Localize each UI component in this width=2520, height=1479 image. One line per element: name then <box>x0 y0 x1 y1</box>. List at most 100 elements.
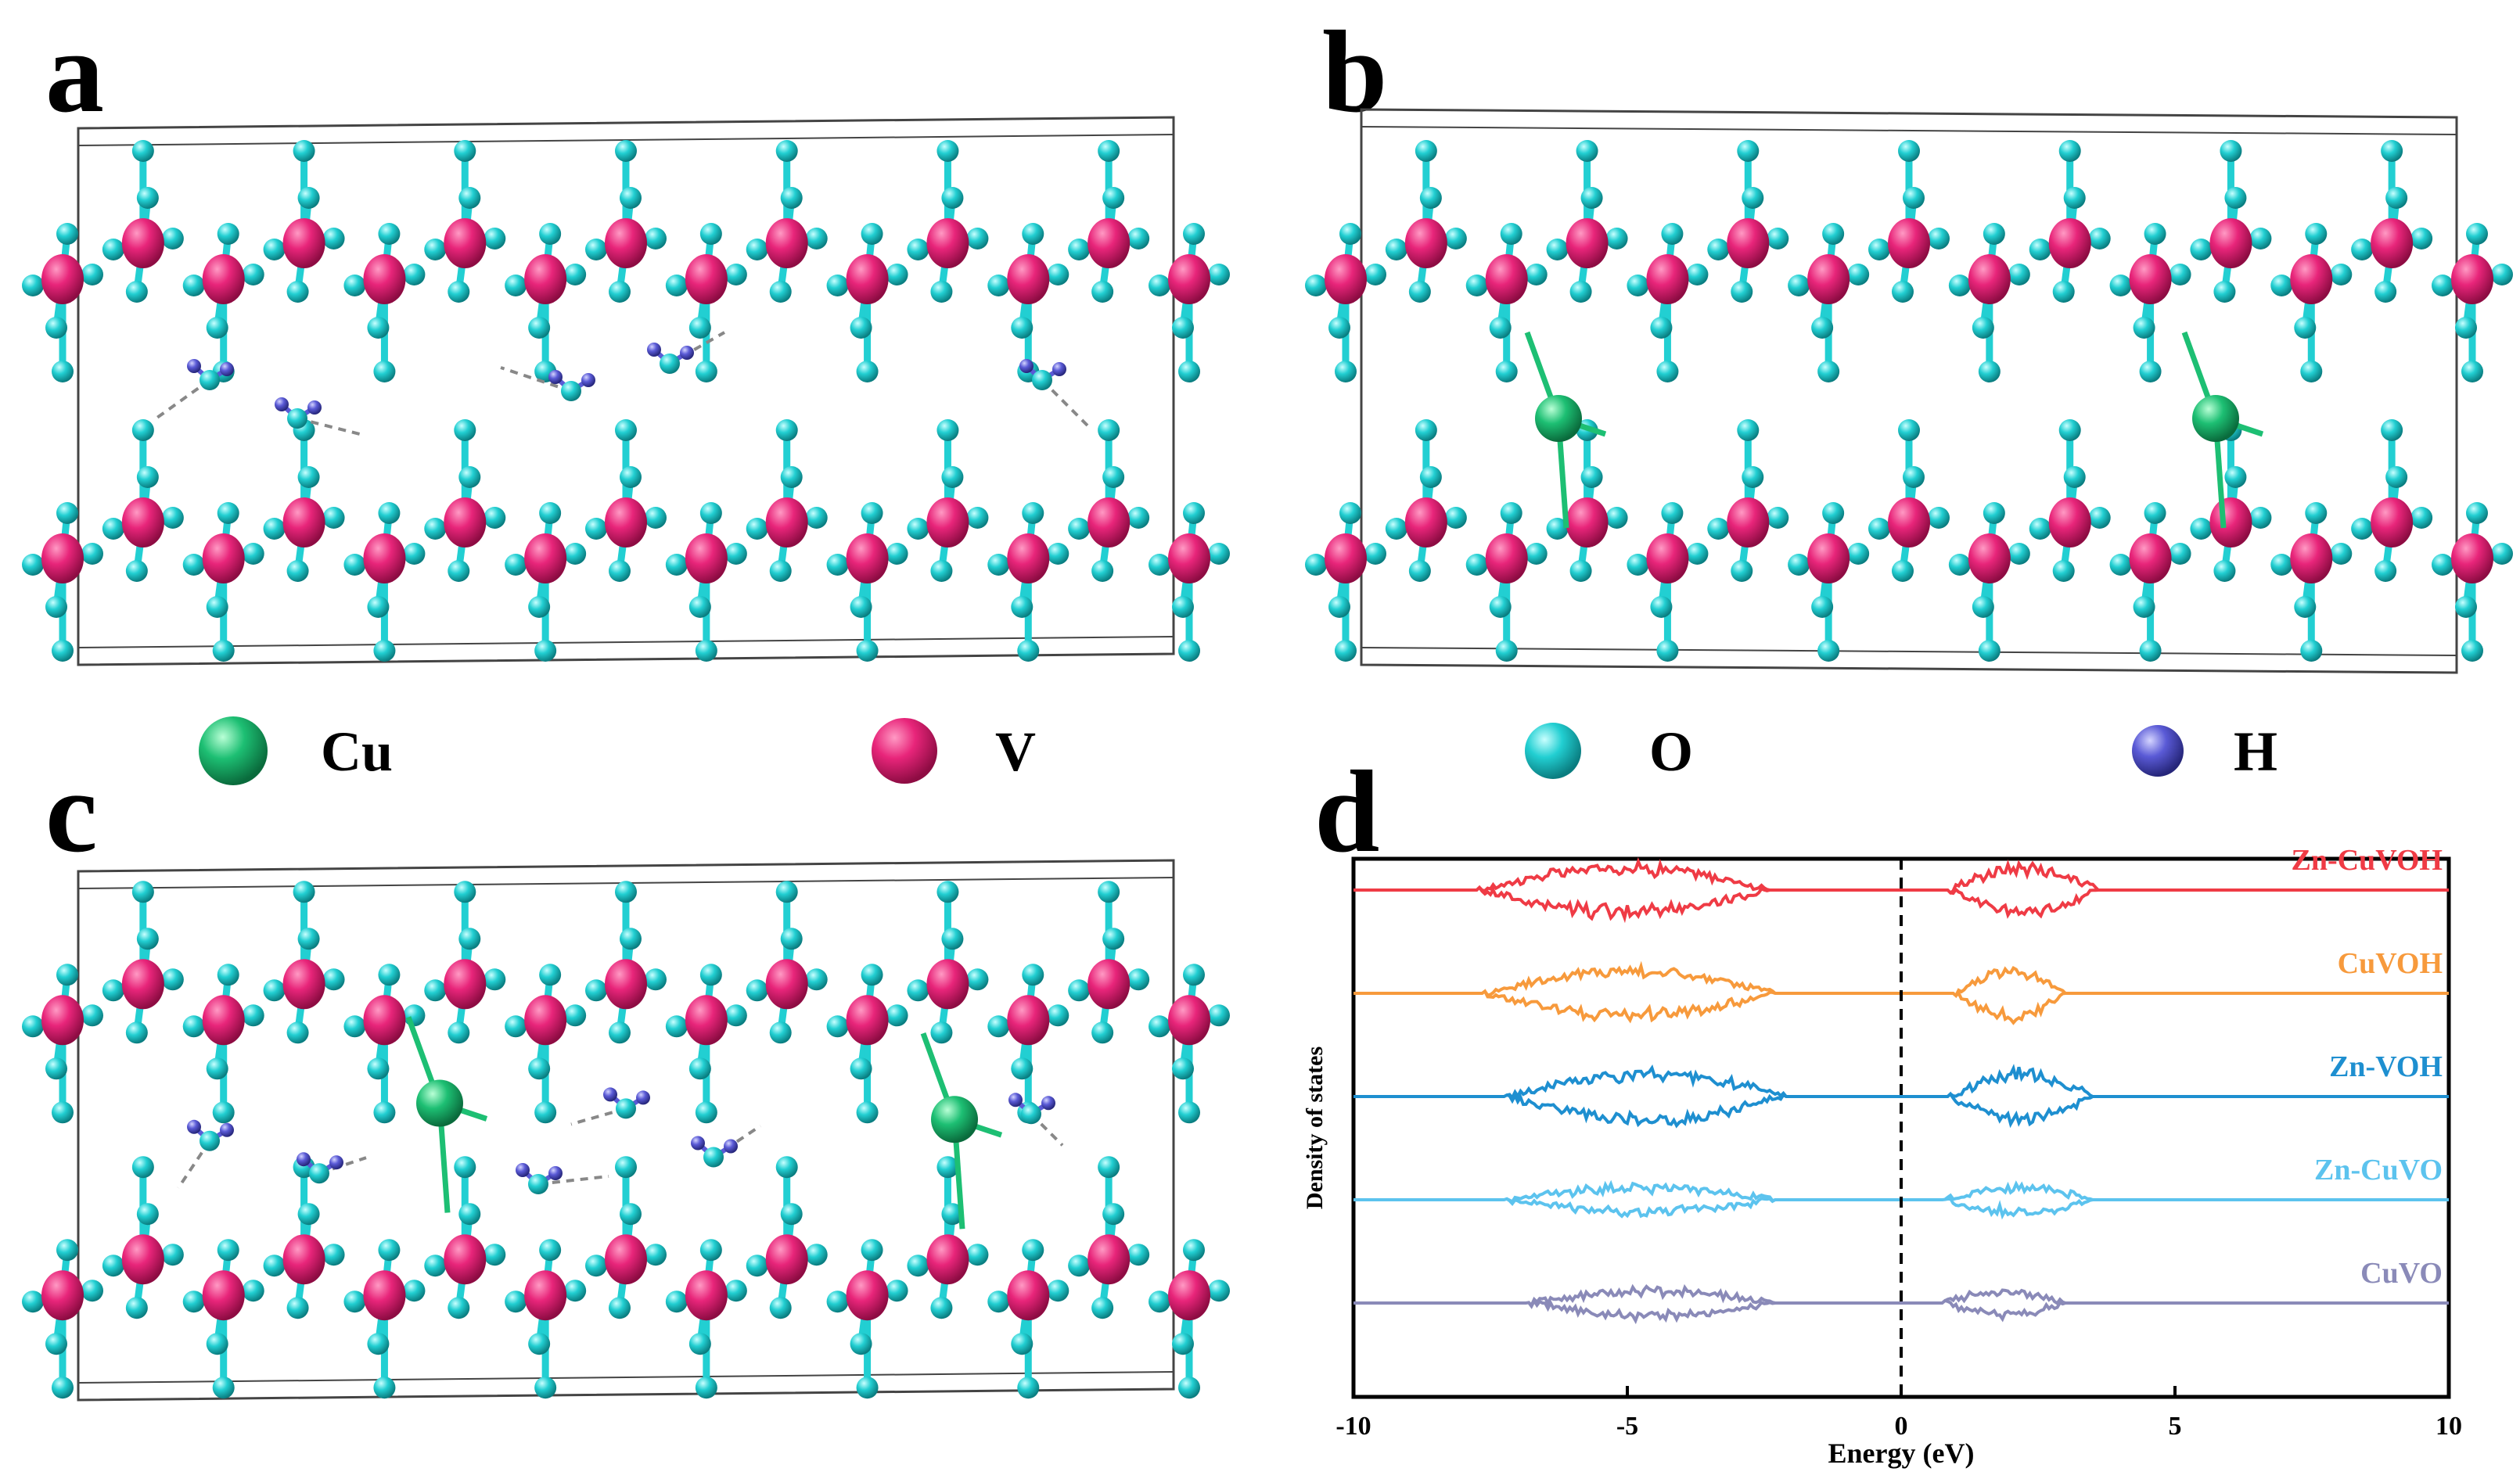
oxygen-atom <box>1892 281 1914 303</box>
oxygen-atom <box>780 187 803 209</box>
dos-series-cuvo <box>1353 1283 2449 1325</box>
vanadium-atom <box>765 497 808 547</box>
oxygen-atom <box>293 881 315 903</box>
vanadium-atom <box>685 995 728 1046</box>
x-axis-label: Energy (eV) <box>1828 1438 1975 1469</box>
oxygen-atom <box>1011 317 1034 339</box>
oxygen-atom <box>367 1057 390 1080</box>
oxygen-atom <box>1047 264 1069 285</box>
oxygen-atom <box>343 1291 366 1313</box>
vanadium-atom <box>121 1234 164 1285</box>
oxygen-atom <box>1149 554 1170 576</box>
oxygen-atom <box>1444 228 1467 249</box>
oxygen-atom <box>1335 640 1357 662</box>
oxygen-atom <box>2466 223 2488 245</box>
oxygen-atom <box>850 1057 872 1080</box>
oxygen-atom <box>454 1156 476 1179</box>
oxygen-atom <box>907 1255 929 1277</box>
oxygen-atom <box>1149 275 1170 296</box>
oxygen-atom <box>987 1291 1010 1313</box>
oxygen-atom <box>1731 281 1753 303</box>
oxygen-atom <box>1788 554 1810 576</box>
oxygen-atom <box>1017 1377 1040 1399</box>
water-oxygen-atom <box>1032 370 1052 390</box>
oxygen-atom <box>2374 281 2397 303</box>
oxygen-atom <box>322 228 345 249</box>
vanadium-atom <box>926 959 969 1010</box>
oxygen-atom <box>1650 596 1673 618</box>
legend-label-o: O <box>1649 720 1693 783</box>
water-oxygen-atom <box>309 1163 329 1184</box>
oxygen-atom <box>297 1203 320 1226</box>
oxygen-atom <box>620 928 642 950</box>
oxygen-atom <box>805 1244 828 1266</box>
oxygen-atom <box>1928 228 1950 249</box>
oxygen-atom <box>1500 223 1522 245</box>
oxygen-atom <box>534 1101 557 1124</box>
oxygen-atom <box>850 596 872 618</box>
oxygen-atom <box>1022 223 1044 245</box>
oxygen-atom <box>987 1015 1010 1038</box>
oxygen-atom <box>2466 502 2488 524</box>
oxygen-atom <box>81 1004 103 1027</box>
oxygen-atom <box>1868 518 1890 540</box>
oxygen-atom <box>1328 596 1350 618</box>
oxygen-atom <box>125 560 148 582</box>
oxygen-atom <box>125 1021 148 1044</box>
oxygen-atom <box>1017 640 1040 662</box>
oxygen-atom <box>1098 140 1120 162</box>
vanadium-atom <box>202 254 245 304</box>
vanadium-atom <box>524 254 567 304</box>
oxygen-atom <box>1707 518 1730 540</box>
cu-atom-icon <box>199 716 268 785</box>
oxygen-atom <box>2300 361 2323 382</box>
oxygen-atom <box>1068 1255 1091 1277</box>
oxygen-atom <box>769 560 792 582</box>
oxygen-atom <box>102 239 124 260</box>
oxygen-atom <box>1898 140 1920 162</box>
oxygen-atom <box>2249 507 2272 529</box>
oxygen-atom <box>746 518 768 540</box>
oxygen-atom <box>1183 964 1205 986</box>
oxygen-atom <box>1742 187 1764 209</box>
oxygen-atom <box>1127 968 1150 991</box>
oxygen-atom <box>695 1377 717 1399</box>
oxygen-atom <box>724 543 747 565</box>
vanadium-atom <box>1325 254 1367 304</box>
oxygen-atom <box>1605 228 1628 249</box>
oxygen-atom <box>1415 419 1437 441</box>
oxygen-atom <box>775 419 798 441</box>
oxygen-atom <box>2133 596 2155 618</box>
oxygen-atom <box>609 560 631 582</box>
oxygen-atom <box>2029 239 2051 260</box>
oxygen-atom <box>1546 518 1569 540</box>
oxygen-atom <box>1978 640 2001 662</box>
oxygen-atom <box>45 1333 67 1355</box>
oxygen-atom <box>780 928 803 950</box>
vanadium-atom <box>685 533 728 583</box>
oxygen-atom <box>2063 466 2086 488</box>
oxygen-atom <box>1948 554 1971 576</box>
hydrogen-atom <box>691 1136 705 1151</box>
hydrogen-atom <box>1008 1093 1023 1107</box>
hydrogen-bond <box>570 1107 627 1126</box>
hydrogen-atom <box>187 1119 201 1134</box>
vanadium-atom <box>1646 254 1689 304</box>
oxygen-atom <box>688 1057 711 1080</box>
oxygen-atom <box>322 1244 345 1266</box>
vanadium-atom <box>41 995 84 1046</box>
x-tick-label: 10 <box>2436 1412 2462 1441</box>
vanadium-atom <box>524 533 567 583</box>
oxygen-atom <box>297 187 320 209</box>
oxygen-atom <box>22 554 44 576</box>
oxygen-atom <box>907 979 929 1002</box>
oxygen-atom <box>263 1255 286 1277</box>
vanadium-atom <box>444 497 487 547</box>
hydrogen-atom <box>724 1139 738 1154</box>
vanadium-atom <box>121 959 164 1010</box>
legend-item-cu: Cu <box>199 716 393 785</box>
panel-letter-a: a <box>45 7 104 137</box>
oxygen-atom <box>826 275 849 296</box>
series-label-zn-voh: Zn-VOH <box>2329 1050 2443 1083</box>
vanadium-atom <box>2209 497 2252 547</box>
